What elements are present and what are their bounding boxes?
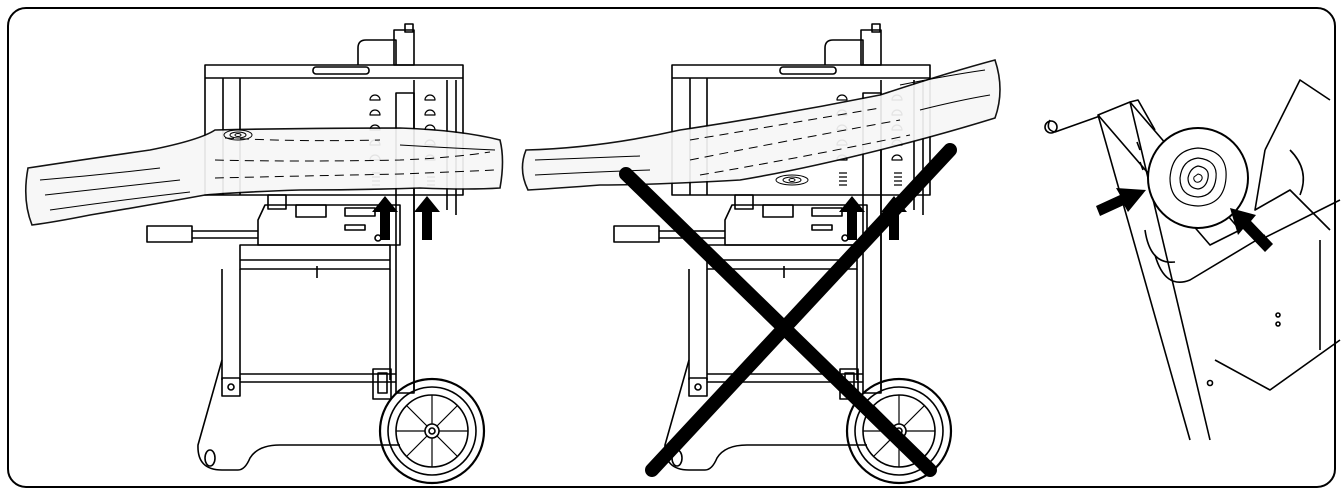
branch <box>24 127 504 226</box>
arrow-diagonal-icon <box>1230 208 1273 252</box>
arrow-up-icon <box>414 196 440 240</box>
panel-correct-usage <box>24 22 504 485</box>
wood-chipper-machine <box>145 22 486 485</box>
panel-side-view <box>1044 79 1341 441</box>
branch <box>521 59 1001 191</box>
arrow-diagonal-icon <box>1096 188 1146 216</box>
log-cross-section <box>1147 127 1249 229</box>
arrow-up-icon <box>839 196 865 240</box>
diagram-frame <box>7 7 1336 488</box>
panel-incorrect-usage <box>521 22 1001 485</box>
cross-icon <box>619 143 957 477</box>
arrow-up-icon <box>372 196 398 240</box>
